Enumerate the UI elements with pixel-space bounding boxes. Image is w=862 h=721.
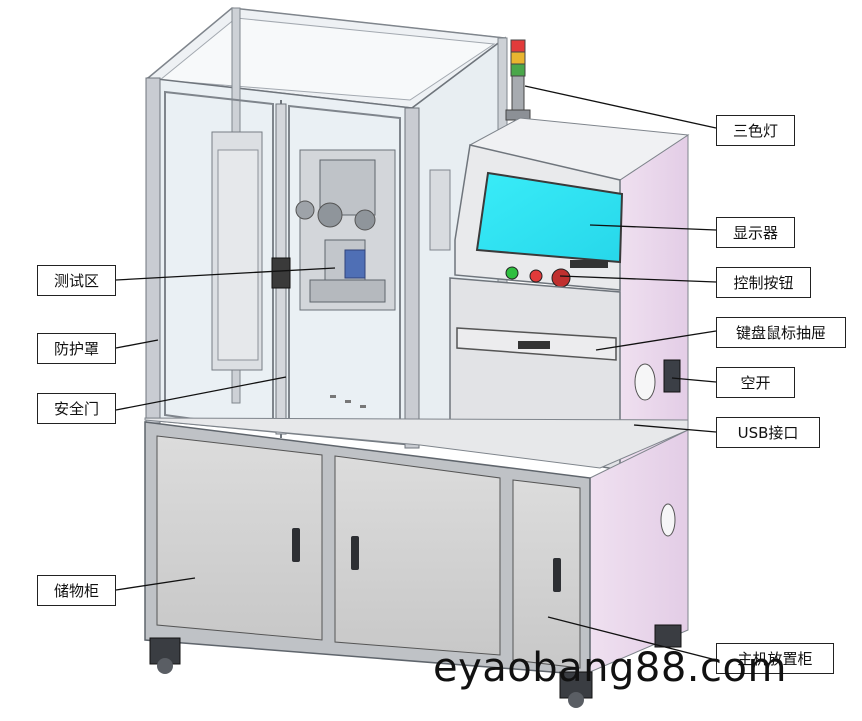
label-safety-door: 安全门 — [37, 393, 116, 424]
label-control-button: 控制按钮 — [716, 267, 811, 298]
base-cabinet — [144, 417, 689, 708]
label-guard-cover: 防护罩 — [37, 333, 116, 364]
leader-lines — [115, 85, 717, 661]
leader-guard-cover — [115, 339, 159, 349]
leader-safety-door — [115, 376, 287, 411]
watermark-text: eyaobang88.com — [433, 645, 787, 691]
signal-light-tower — [505, 39, 531, 121]
leader-control-button — [559, 275, 717, 283]
label-host-cabinet: 主机放置柜 — [716, 643, 834, 674]
leader-keyboard-drawer — [595, 330, 717, 351]
label-display: 显示器 — [716, 217, 795, 248]
leader-usb-port — [633, 424, 717, 433]
leader-display — [589, 224, 717, 231]
leader-storage-cabinet — [115, 577, 196, 591]
label-keyboard-drawer: 键盘鼠标抽屉 — [716, 317, 846, 348]
label-storage-cabinet: 储物柜 — [37, 575, 116, 606]
leader-host-cabinet — [547, 616, 717, 661]
leader-air-switch — [671, 377, 717, 383]
label-air-switch: 空开 — [716, 367, 795, 398]
label-signal-light: 三色灯 — [716, 115, 795, 146]
test-area-mechanism — [211, 131, 451, 408]
leader-signal-light — [524, 85, 717, 129]
monitor-console — [449, 117, 690, 471]
label-usb-port: USB接口 — [716, 417, 820, 448]
leader-test-area — [115, 267, 336, 281]
label-test-area: 测试区 — [37, 265, 116, 296]
